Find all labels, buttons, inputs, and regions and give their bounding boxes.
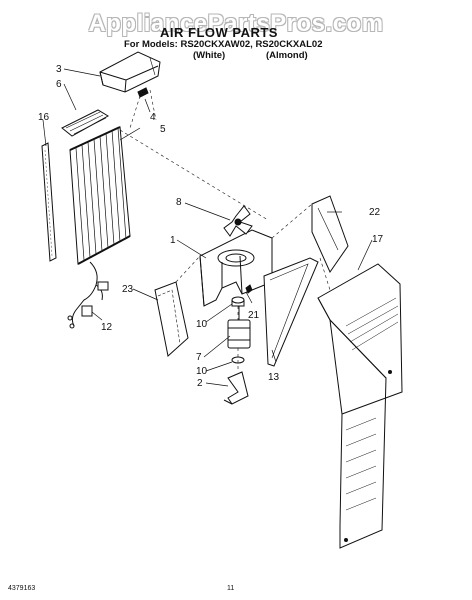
document-number: 4379163 [8, 585, 36, 592]
part-4-screw [137, 87, 149, 98]
callout-12: 12 [101, 322, 113, 333]
variant-white-label: (White) [193, 50, 226, 61]
watermark: AppliancePartsPros.com [88, 10, 384, 37]
callout-23: 23 [122, 284, 134, 295]
page-title: AIR FLOW PARTS [160, 25, 278, 40]
part-17-rear-panel [317, 263, 403, 549]
part-2-bracket [223, 371, 249, 405]
callout-10-upper: 10 [196, 319, 208, 330]
callout-22: 22 [369, 207, 381, 218]
callout-7: 7 [196, 352, 202, 363]
part-22-deflector [311, 195, 349, 274]
callout-2: 2 [197, 378, 203, 389]
leader-lines [42, 68, 373, 387]
part-10-grommet-upper [231, 296, 245, 307]
callout-17: 17 [372, 234, 384, 245]
part-1-fan-shroud [199, 229, 273, 307]
callout-labels: 3 6 4 16 5 8 22 1 17 23 21 12 10 7 10 13… [38, 64, 384, 389]
part-8-fan-blade [223, 205, 253, 237]
part-16-foam-strip [41, 142, 57, 262]
callout-16: 16 [38, 112, 50, 123]
callout-21: 21 [248, 310, 260, 321]
part-7-motor [227, 306, 251, 349]
callout-10-lower: 10 [196, 366, 208, 377]
callout-6: 6 [56, 79, 62, 90]
part-21-screw [245, 284, 253, 294]
callout-8: 8 [176, 197, 182, 208]
part-3-duct-cover [99, 51, 161, 93]
callout-1: 1 [170, 235, 176, 246]
part-23-baffle [154, 281, 189, 357]
assembly-lines [119, 89, 331, 372]
callout-3: 3 [56, 64, 62, 75]
callout-5: 5 [160, 124, 166, 135]
callout-13: 13 [268, 372, 280, 383]
part-12-harness [67, 261, 109, 329]
model-list: For Models: RS20CKXAW02, RS20CKXAL02 [124, 39, 323, 50]
part-13-gasket [263, 257, 319, 367]
variant-almond-label: (Almond) [266, 50, 308, 61]
part-5-evaporator [69, 126, 131, 265]
part-6-grille [61, 109, 109, 137]
callout-4: 4 [150, 112, 156, 123]
page-number: 11 [227, 585, 235, 592]
